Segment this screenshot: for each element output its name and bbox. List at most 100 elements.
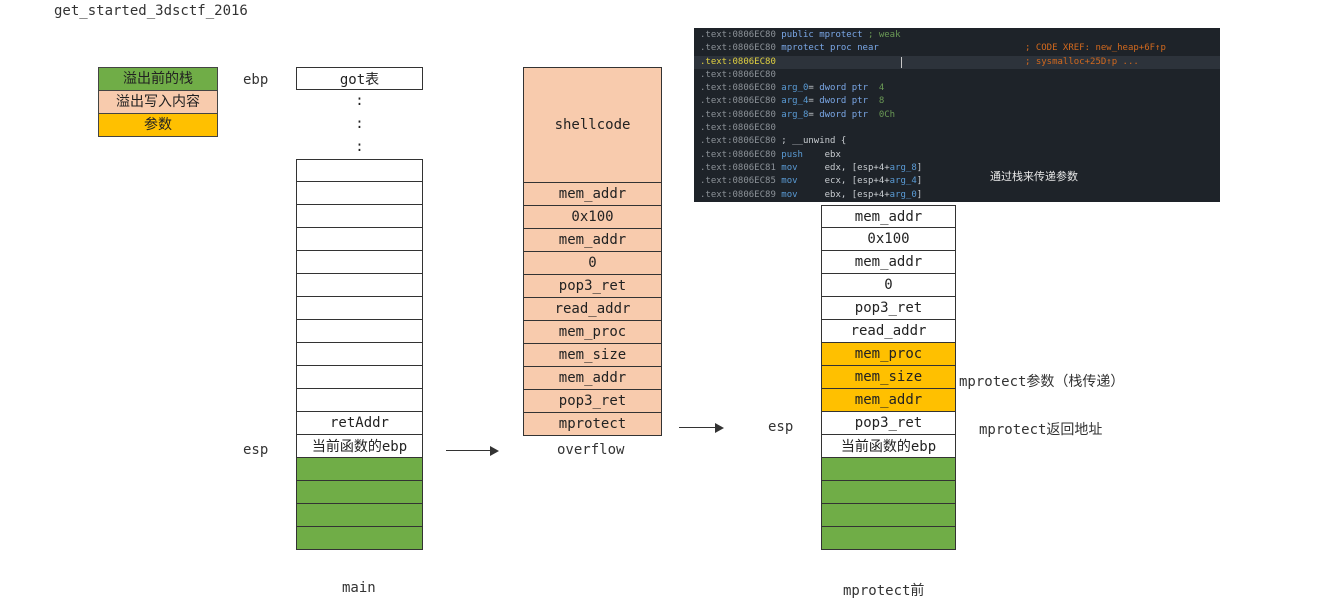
code-address: .text:0806EC80 <box>700 123 776 134</box>
code-token: 4 <box>868 83 885 94</box>
stack-cell-empty <box>296 159 423 182</box>
code-token: mov <box>781 162 798 173</box>
code-token: mov <box>781 176 798 187</box>
stack-cell-mprotect: mem_proc <box>821 343 956 366</box>
stack-cell-empty <box>296 366 423 389</box>
code-line: .text:0806EC85 mov ecx, [esp+4+arg_4] <box>694 175 1220 188</box>
stack-cell-shellcode: shellcode <box>523 67 662 183</box>
stack-cell-overflow: mem_size <box>523 344 662 367</box>
stack-cell-mprotect: mem_size <box>821 366 956 389</box>
stack-cell-empty <box>296 320 423 343</box>
code-address: .text:0806EC89 <box>700 189 776 200</box>
code-token: arg_4 <box>889 176 917 187</box>
mprotect-params-label: mprotect参数（栈传递） <box>959 374 1125 390</box>
code-token: public mprotect <box>781 30 863 40</box>
code-comment: ; sysmalloc+25D↑p ... <box>1025 56 1139 67</box>
code-address: .text:0806EC80 <box>700 30 776 40</box>
stack-cell-overflow: 0x100 <box>523 206 662 229</box>
code-token: ebx, [esp+4+ <box>797 189 890 200</box>
code-line: .text:0806EC80 arg_0= dword ptr 4 <box>694 82 1220 95</box>
stack-cell-mprotect: mem_addr <box>821 389 956 412</box>
code-token: ] <box>916 176 923 187</box>
code-address: .text:0806EC80 <box>700 56 776 67</box>
code-line: .text:0806EC80 mprotect proc near ; CODE … <box>694 42 1220 55</box>
code-line: .text:0806EC80 arg_8= dword ptr 0Ch <box>694 109 1220 122</box>
legend-item-overflow-content: 溢出写入内容 <box>99 90 217 113</box>
code-token: dword ptr <box>819 109 868 120</box>
stack-cell-overflow: mem_addr <box>523 183 662 206</box>
code-note: 通过栈来传递参数 <box>990 170 1078 183</box>
mprotect-return-label: mprotect返回地址 <box>979 422 1103 438</box>
code-token: arg_4 <box>781 96 809 107</box>
code-line: .text:0806EC80 push ebx <box>694 149 1220 162</box>
code-line: .text:0806EC80 ; __unwind { <box>694 135 1220 148</box>
stack-cell-overflow: pop3_ret <box>523 390 662 413</box>
stack-cell-empty <box>296 182 423 205</box>
code-token: arg_8 <box>889 162 917 173</box>
code-token: ] <box>916 189 923 200</box>
code-token: = <box>808 109 820 120</box>
code-line: .text:0806EC89 mov ebx, [esp+4+arg_0] <box>694 189 1220 202</box>
code-address: .text:0806EC85 <box>700 176 776 187</box>
code-address: .text:0806EC80 <box>700 136 776 147</box>
stack-cell-current-ebp: 当前函数的ebp <box>296 435 423 458</box>
stack-cell-mprotect: read_addr <box>821 320 956 343</box>
stack-cell-overflow: 0 <box>523 252 662 275</box>
stack-cell-empty <box>296 251 423 274</box>
code-address: .text:0806EC80 <box>700 43 776 54</box>
ellipsis-dot: : <box>355 93 364 109</box>
stack-cell-original <box>821 527 956 550</box>
stack-cell-overflow: read_addr <box>523 298 662 321</box>
code-line: .text:0806EC80 ; sysmalloc+25D↑p ... <box>694 55 1220 69</box>
code-address: .text:0806EC80 <box>700 83 776 94</box>
code-token: mprotect proc near <box>781 43 879 54</box>
stack-cell-overflow: mprotect <box>523 413 662 436</box>
arrow-right <box>446 444 499 458</box>
code-token: mov <box>781 189 798 200</box>
esp-label-mprotect: esp <box>768 419 794 435</box>
code-line: .text:0806EC80 <box>694 69 1220 82</box>
stack-cell-mprotect: mem_addr <box>821 251 956 274</box>
stack-cell-overflow: mem_addr <box>523 229 662 252</box>
stack-cell-empty <box>296 228 423 251</box>
code-line: .text:0806EC80 public mprotect ; weak <box>694 29 1220 42</box>
stack-cell-original <box>821 504 956 527</box>
ebp-label: ebp <box>243 72 269 88</box>
stack-cell-mprotect: pop3_ret <box>821 297 956 320</box>
code-token: dword ptr <box>819 96 868 107</box>
legend-item-parameters: 参数 <box>99 113 217 136</box>
code-line: .text:0806EC80 arg_4= dword ptr 8 <box>694 95 1220 108</box>
code-line: .text:0806EC81 mov edx, [esp+4+arg_8] <box>694 162 1220 175</box>
text-cursor <box>901 56 902 68</box>
stack-cell-original <box>296 504 423 527</box>
code-token: arg_0 <box>889 189 917 200</box>
code-token: arg_8 <box>781 109 809 120</box>
ellipsis-dot: : <box>355 116 364 132</box>
stack-cell-mprotect: 0 <box>821 274 956 297</box>
main-stack: got表 : : : retAddr 当前函数的ebp <box>296 67 423 550</box>
code-token: 8 <box>868 96 885 107</box>
code-address: .text:0806EC81 <box>700 162 776 173</box>
stack-cell-empty <box>296 343 423 366</box>
code-address: .text:0806EC80 <box>700 69 776 80</box>
stack-cell-original <box>821 481 956 504</box>
stack-cell-empty <box>296 389 423 412</box>
code-token: ; weak <box>862 30 901 40</box>
stack-cell-got: got表 <box>296 67 423 90</box>
stack-cell-empty <box>296 205 423 228</box>
stack-cell-original <box>296 481 423 504</box>
stack-cell-mprotect: 0x100 <box>821 228 956 251</box>
code-address: .text:0806EC80 <box>700 96 776 107</box>
stack-cell-mprotect: mem_addr <box>821 205 956 228</box>
stack-cell-overflow: mem_addr <box>523 367 662 390</box>
arrow-right <box>679 421 724 435</box>
ellipsis-dot: : <box>355 139 364 155</box>
stack-cell-overflow: mem_proc <box>523 321 662 344</box>
stack-cell-overflow: pop3_ret <box>523 275 662 298</box>
stack-cell-mprotect: pop3_ret <box>821 412 956 435</box>
code-token: ; __unwind { <box>781 136 847 147</box>
code-token: = <box>808 96 820 107</box>
code-address: .text:0806EC80 <box>700 109 776 120</box>
code-comment: ; CODE XREF: new_heap+6F↑p <box>1025 43 1166 54</box>
